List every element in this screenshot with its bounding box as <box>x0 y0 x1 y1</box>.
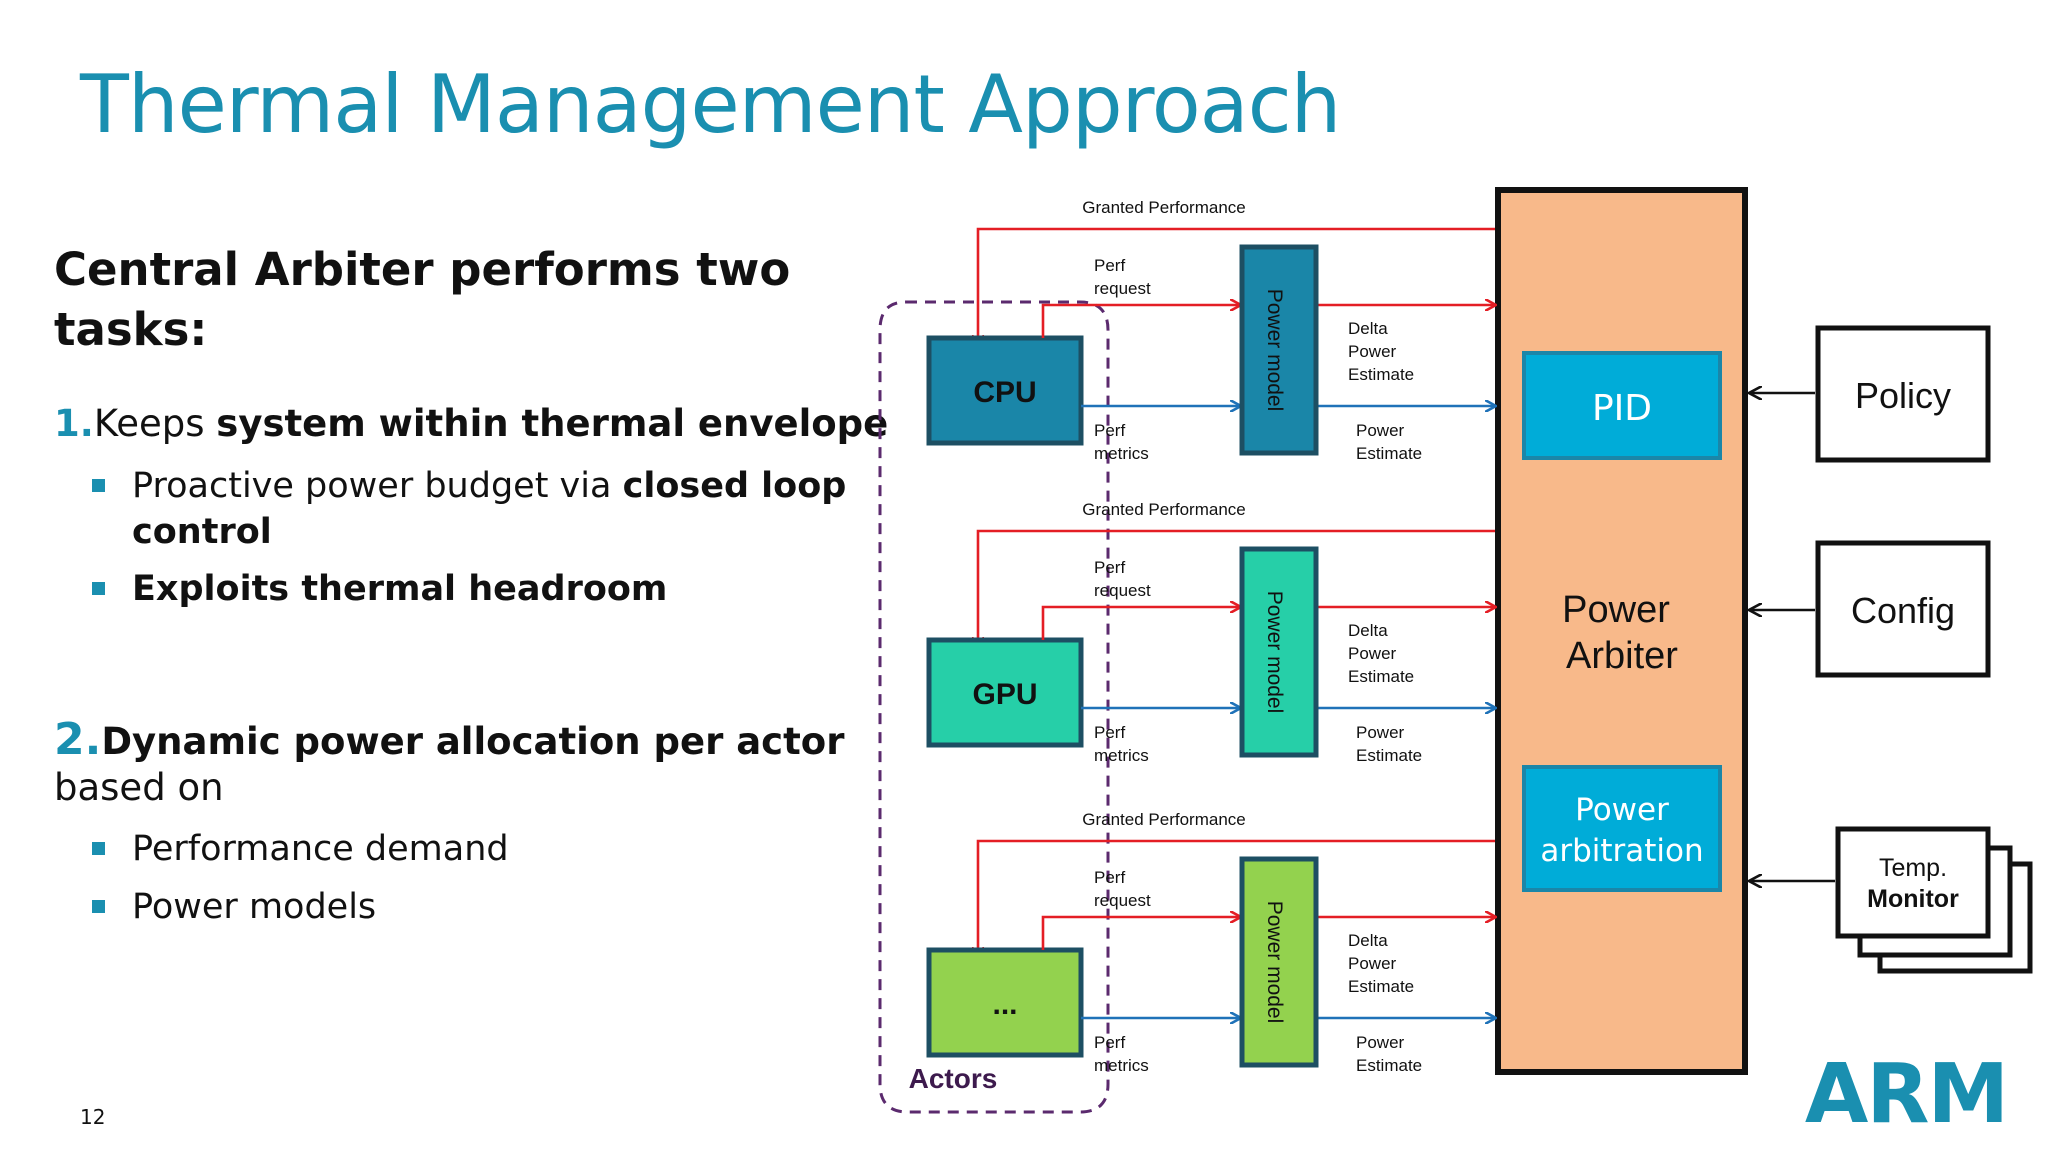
delta-power-estimate-label: Estimate <box>1348 365 1414 384</box>
power-arbitration-box <box>1522 765 1722 892</box>
bullet-prefix: Proactive power budget via <box>132 466 623 506</box>
delta-power-estimate-label: Power <box>1348 342 1397 361</box>
point-2-rest: based on <box>54 766 224 809</box>
perf-metrics-label: metrics <box>1094 1056 1149 1075</box>
perf-metrics-label: metrics <box>1094 444 1149 463</box>
actor-label-gpu: GPU <box>972 678 1037 711</box>
pid-box <box>1522 351 1722 460</box>
power-estimate-label: Estimate <box>1356 1056 1422 1075</box>
power-estimate-label: Power <box>1356 1033 1405 1052</box>
actor-box-cpu <box>926 335 1084 446</box>
arbiter-label-1: Power <box>1562 589 1670 631</box>
policy-label: Policy <box>1855 375 1951 416</box>
delta-power-estimate-label: Power <box>1348 644 1397 663</box>
bullet-square <box>92 842 105 855</box>
arbiter-label-2: Arbiter <box>1566 635 1678 677</box>
config-label: Config <box>1851 590 1955 631</box>
perf-metrics-label: Perf <box>1094 421 1125 440</box>
bullet-square <box>92 479 105 492</box>
point-1-bold: system within thermal envelope <box>216 402 889 445</box>
delta-power-estimate-label: Power <box>1348 954 1397 973</box>
perf-request-label: Perf <box>1094 558 1125 577</box>
point-2-number: 2. <box>54 714 102 765</box>
point-1-bullet: Proactive power budget via closed loop c… <box>92 463 852 555</box>
bullet-text: Performance demand <box>132 829 509 869</box>
point-2: 2.Dynamic power allocation per actor <box>54 714 844 765</box>
point-2-bold: Dynamic power allocation per actor <box>101 720 845 763</box>
granted-performance-arrow-gpu <box>978 529 1495 647</box>
perf-request-arrow-cpu <box>1041 305 1240 338</box>
bullet-square <box>92 582 105 595</box>
temp-monitor-box <box>1835 826 1991 939</box>
granted-performance-arrow-cpu <box>978 227 1495 345</box>
bullet-bold: Exploits thermal headroom <box>132 569 668 609</box>
granted-performance-label: Granted Performance <box>1082 198 1245 217</box>
delta-power-estimate-label: Delta <box>1348 319 1388 338</box>
perf-request-label: Perf <box>1094 868 1125 887</box>
point-2-bullet: Power models <box>92 884 852 930</box>
perf-request-label: request <box>1094 581 1151 600</box>
actor-box-other <box>926 947 1084 1058</box>
perf-request-label: request <box>1094 279 1151 298</box>
temp-label-1: Temp. <box>1879 854 1947 882</box>
actor-box-gpu <box>926 637 1084 748</box>
power-model-label: Power model <box>1263 591 1286 714</box>
arm-logo: ARM <box>1805 1047 2007 1142</box>
power-estimate-label: Estimate <box>1356 746 1422 765</box>
perf-metrics-label: Perf <box>1094 723 1125 742</box>
policy-box <box>1815 325 1991 463</box>
perf-request-label: request <box>1094 891 1151 910</box>
actors-group <box>878 300 1110 1114</box>
granted-performance-label: Granted Performance <box>1082 500 1245 519</box>
power-model-box-other <box>1239 856 1319 1068</box>
power-model-label: Power model <box>1263 289 1286 412</box>
page-number: 12 <box>80 1105 106 1129</box>
power-arbiter-box <box>1495 187 1748 1075</box>
delta-power-estimate-label: Estimate <box>1348 977 1414 996</box>
arbitration-label-1: Power <box>1575 792 1669 828</box>
bullet-text: Power models <box>132 887 377 927</box>
config-box <box>1815 540 1991 678</box>
delta-power-estimate-label: Delta <box>1348 621 1388 640</box>
point-1: 1.Keeps system within thermal envelope <box>54 402 888 445</box>
power-model-box-cpu <box>1239 244 1319 456</box>
actors-label: Actors <box>909 1063 998 1094</box>
power-estimate-label: Power <box>1356 723 1405 742</box>
granted-performance-label: Granted Performance <box>1082 810 1245 829</box>
perf-request-arrow-gpu <box>1041 607 1240 640</box>
actor-label-other: ... <box>992 988 1017 1021</box>
delta-power-estimate-label: Estimate <box>1348 667 1414 686</box>
delta-power-estimate-label: Delta <box>1348 931 1388 950</box>
perf-metrics-label: Perf <box>1094 1033 1125 1052</box>
power-model-box-gpu <box>1239 546 1319 758</box>
point-1-prefix: Keeps <box>93 402 217 445</box>
point-1-bullet: Exploits thermal headroom <box>92 566 852 612</box>
point-2-bullet: Performance demand <box>92 826 852 872</box>
perf-request-label: Perf <box>1094 256 1125 275</box>
heading: Central Arbiter performs two tasks: <box>54 243 791 356</box>
power-model-label: Power model <box>1263 901 1286 1024</box>
power-estimate-label: Power <box>1356 421 1405 440</box>
perf-metrics-label: metrics <box>1094 746 1149 765</box>
pid-label: PID <box>1592 388 1652 429</box>
granted-performance-arrow-other <box>978 839 1495 957</box>
bullet-square <box>92 900 105 913</box>
perf-request-arrow-other <box>1041 917 1240 950</box>
slide-title: Thermal Management Approach <box>80 58 1341 151</box>
temp-label-2: Monitor <box>1867 885 1959 913</box>
bullet-bold: closed loop control <box>132 466 847 552</box>
point-1-number: 1. <box>54 402 94 445</box>
actor-label-cpu: CPU <box>973 376 1036 409</box>
power-estimate-label: Estimate <box>1356 444 1422 463</box>
arbitration-label-2: arbitration <box>1540 833 1703 869</box>
